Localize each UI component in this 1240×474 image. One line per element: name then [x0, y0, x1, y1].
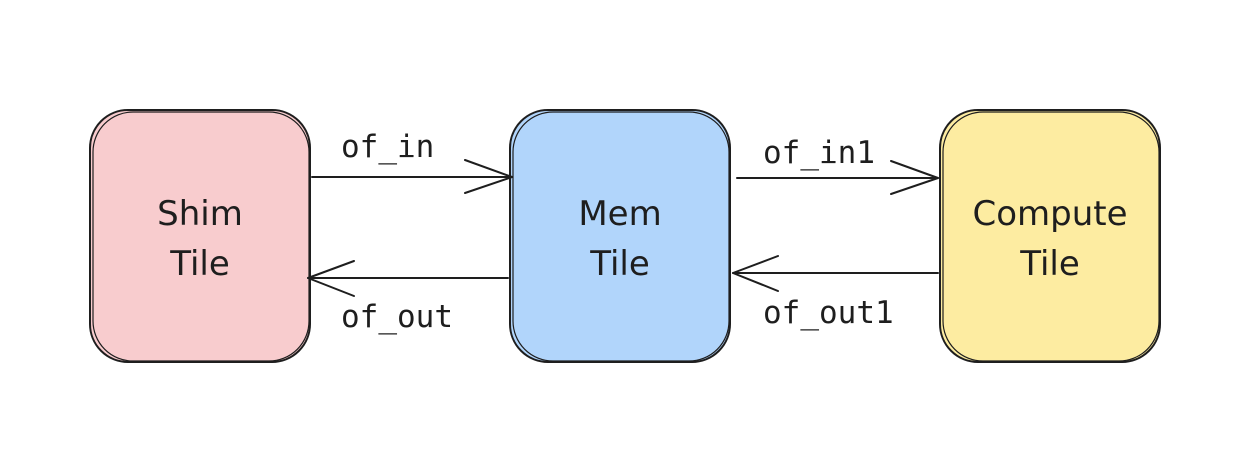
arrow-of-in-label: of_in	[341, 129, 434, 165]
arrow-of-out1[interactable]: of_out1	[732, 255, 939, 331]
compute-tile-box-sketch	[942, 111, 1160, 362]
compute-tile-label-line1: Compute	[972, 194, 1127, 234]
arrow-of-out[interactable]: of_out	[307, 260, 509, 335]
shim-tile-label-line2: Tile	[169, 244, 230, 284]
shim-tile[interactable]: Shim Tile	[89, 109, 311, 363]
shim-tile-label-line1: Shim	[157, 194, 243, 234]
arrow-of-in[interactable]: of_in	[311, 129, 513, 194]
compute-tile-label-line2: Tile	[1019, 244, 1080, 284]
mem-tile[interactable]: Mem Tile	[509, 109, 731, 363]
arrow-of-in1-head	[890, 160, 939, 195]
compute-tile[interactable]: Compute Tile	[939, 109, 1161, 363]
mem-tile-box-sketch	[512, 111, 730, 362]
mem-tile-box	[509, 109, 731, 363]
arrow-of-in1-label: of_in1	[763, 135, 875, 171]
shim-tile-box	[89, 109, 311, 363]
mem-tile-label-line1: Mem	[578, 194, 661, 234]
shim-tile-box-sketch	[92, 111, 310, 362]
arrow-of-out1-head	[732, 255, 779, 292]
arrow-of-out-head	[307, 260, 355, 297]
arrow-of-in1[interactable]: of_in1	[736, 135, 939, 195]
mem-tile-label-line2: Tile	[589, 244, 650, 284]
arrow-of-in-head	[464, 159, 513, 194]
compute-tile-box	[939, 109, 1161, 363]
arrow-of-out1-label: of_out1	[763, 295, 894, 331]
arrow-of-out-label: of_out	[341, 299, 453, 335]
